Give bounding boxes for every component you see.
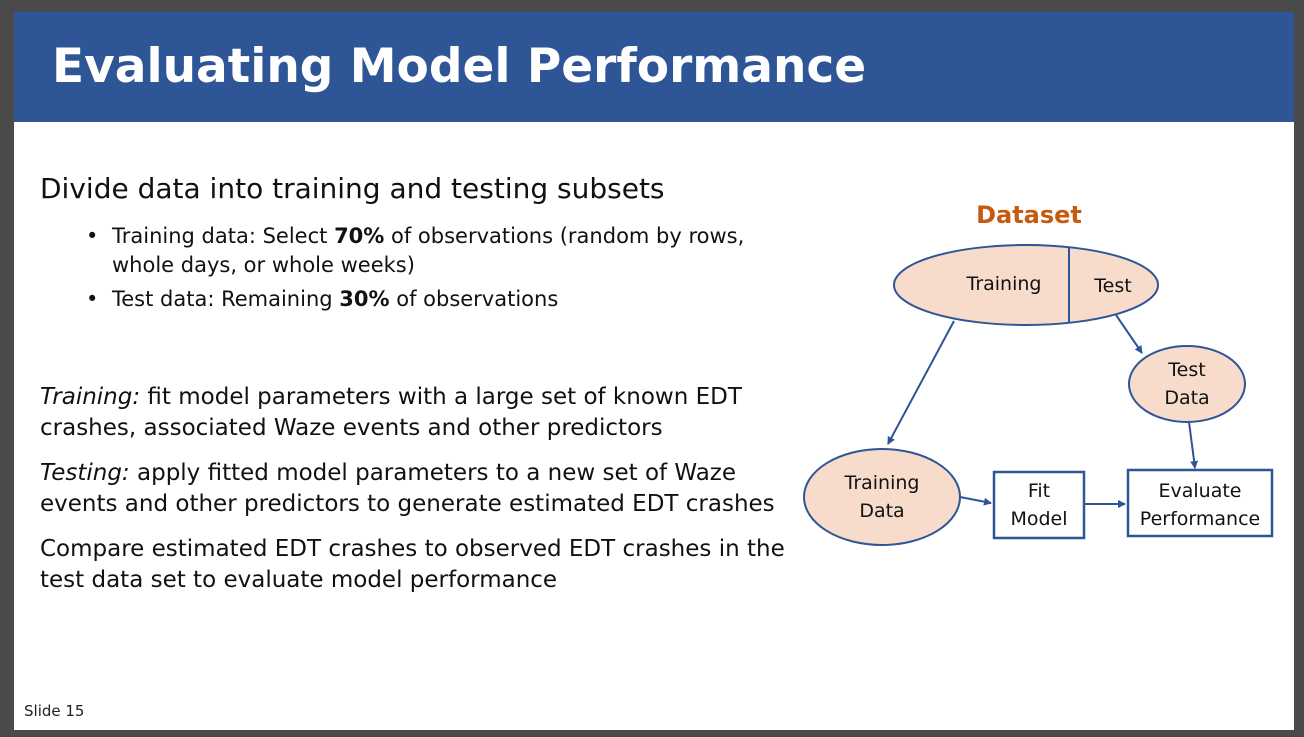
slide-title: Evaluating Model Performance	[52, 39, 867, 94]
dataset-ellipse	[893, 244, 1159, 326]
training-data-ellipse	[803, 448, 961, 546]
test-data-label: Test	[1167, 359, 1205, 381]
paragraph-compare: Compare estimated EDT crashes to observe…	[40, 534, 800, 596]
arrow-training-to-training-data	[887, 320, 955, 445]
arrow-test-data-to-evaluate	[1188, 421, 1199, 469]
bullet-text: of observations (random by rows, whole d…	[112, 224, 745, 277]
bullet-text: Training data: Select	[112, 224, 335, 248]
bullet-bold: 30%	[339, 287, 390, 311]
slide: Evaluating Model Performance Divide data…	[14, 12, 1294, 730]
title-bar: Evaluating Model Performance	[14, 12, 1294, 122]
paragraph-lead: Testing:	[40, 460, 130, 486]
evaluate-label: Evaluate	[1159, 480, 1242, 502]
test-label: Test	[1093, 275, 1131, 297]
paragraph-testing: Testing: apply fitted model parameters t…	[40, 458, 800, 520]
evaluate-label: Performance	[1140, 508, 1260, 530]
dataset-diagram: Dataset Training Test Test Data Training…	[803, 201, 1274, 546]
bullet-text: Test data: Remaining	[112, 287, 340, 311]
test-data-ellipse	[1128, 345, 1246, 423]
fit-model-box	[992, 470, 1086, 540]
paragraph-text: fit model parameters with a large set of…	[40, 384, 742, 441]
bullet-test-data: • Test data: Remaining 30% of observation…	[86, 285, 766, 314]
arrow-training-data-to-fit	[959, 496, 992, 506]
slide-number: Slide 15	[24, 702, 85, 720]
evaluate-performance-box	[1126, 468, 1274, 538]
section-heading: Divide data into training and testing su…	[40, 172, 665, 205]
training-data-label: Training	[844, 472, 920, 494]
fit-model-label: Model	[1010, 508, 1067, 530]
bullet-text: of observations	[389, 287, 559, 311]
bullet-list: • Training data: Select 70% of observatio…	[86, 222, 766, 319]
paragraph-training: Training: fit model parameters with a la…	[40, 382, 800, 444]
paragraph-text: Compare estimated EDT crashes to observe…	[40, 536, 785, 593]
bullet-training-data: • Training data: Select 70% of observatio…	[86, 222, 766, 280]
training-data-label: Data	[859, 500, 904, 522]
test-data-label: Data	[1164, 387, 1209, 409]
training-label: Training	[966, 273, 1042, 295]
bullet-bold: 70%	[334, 224, 385, 248]
bullet-icon: •	[86, 287, 99, 311]
paragraph-lead: Training:	[40, 384, 141, 410]
arrow-test-to-test-data	[1115, 314, 1143, 354]
paragraph-text: apply fitted model parameters to a new s…	[40, 460, 775, 517]
diagram-title: Dataset	[976, 201, 1082, 229]
bullet-icon: •	[86, 224, 99, 248]
fit-model-label: Fit	[1028, 480, 1050, 502]
